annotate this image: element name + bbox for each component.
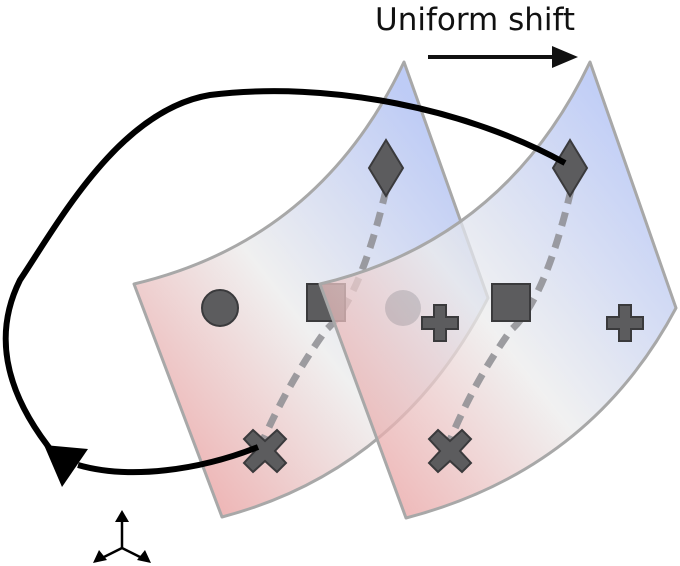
diamond-marker [367,138,405,198]
shift-arrow-icon [428,46,578,68]
axes-icon [93,510,151,563]
plus-marker [421,304,459,342]
square-marker-shifted [491,283,531,322]
faded-circle-marker [385,290,421,326]
x-marker-shifted [427,428,473,474]
dashed-path [259,189,390,442]
loop-arrow-icon [2,88,567,487]
uniform-shift-label: Uniform shift [375,2,575,38]
plus-marker-shifted [606,304,644,342]
circle-marker [201,289,239,327]
dashed-path-shifted [446,189,575,442]
surface-shifted [318,60,678,520]
